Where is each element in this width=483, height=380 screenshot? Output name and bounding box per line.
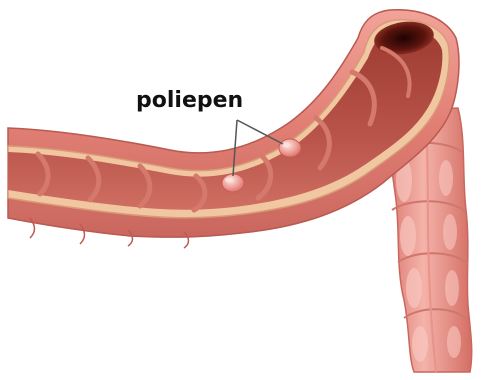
polyp-lower [222, 174, 244, 192]
transverse-colon [8, 10, 459, 248]
polyp-upper [279, 139, 301, 157]
polyp-label: poliepen [136, 88, 243, 113]
